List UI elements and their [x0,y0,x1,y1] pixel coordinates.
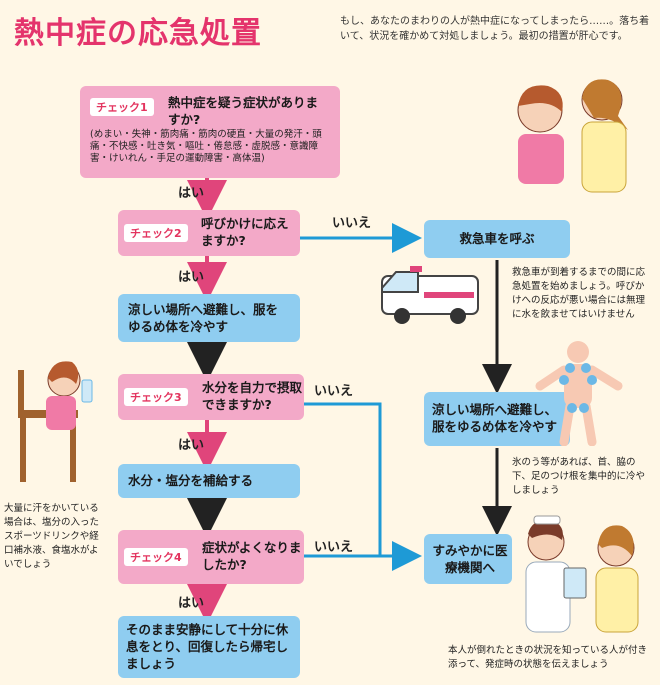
arrow-check3-no [303,402,408,558]
check2-tag: チェック2 [124,224,188,242]
check1-question: 熱中症を疑う症状がありますか? [168,95,319,127]
hydrate-box: 水分・塩分を補給する [118,464,300,498]
nurse-illustration [525,515,639,633]
ambulance-note: 救急車が到着するまでの間に応急処置を始めましょう。呼びかけへの反応が悪い場合には… [512,267,646,320]
hospital-note: 本人が倒れたときの状況を知っている人が付き添って、発症時の状態を伝えましょう [448,645,648,670]
body-cooling-illustration [535,341,623,446]
cool-down-text: 涼しい場所へ避難し、服をゆるめ体を冷やす [128,302,279,334]
check2-question: 呼びかけに応えますか? [201,216,289,248]
hydrate-note: 大量に汗をかいている場合は、塩分の入ったスポーツドリンクや経口補水液、食塩水がよ… [4,503,100,570]
check4-box: チェック4 症状がよくなりましたか? [118,530,304,584]
yes-label-2: はい [178,270,205,285]
no-label-1: いいえ [332,216,372,231]
no-label-3: いいえ [314,540,354,555]
check3-box: チェック3 水分を自力で摂取できますか? [118,374,304,420]
check2-box: チェック2 呼びかけに応えますか? [118,210,300,256]
check3-tag: チェック3 [124,388,188,406]
ice-note: 氷のう等があれば、首、脇の下、足のつけ根を集中的に冷やしましょう [512,457,646,496]
drinking-girl-illustration [18,361,93,482]
hydrate-text: 水分・塩分を補給する [128,473,254,488]
check1-box: チェック1 熱中症を疑う症状がありますか? (めまい・失神・筋肉痛・筋肉の硬直・… [80,86,340,178]
intro-text: もし、あなたのまわりの人が熱中症になってしまったら……。落ち着いて、状況を確かめ… [340,16,650,42]
call-ambulance-text: 救急車を呼ぶ [459,231,535,246]
cool-down-box: 涼しい場所へ避難し、服をゆるめ体を冷やす [118,294,300,342]
check1-symptoms: (めまい・失神・筋肉痛・筋肉の硬直・大量の発汗・頭痛・不快感・吐き気・嘔吐・倦怠… [90,129,322,164]
check4-tag: チェック4 [124,548,188,566]
hospital-text: すみやかに医療機関へ [432,543,508,575]
cool-down-right-text: 涼しい場所へ避難し、服をゆるめ体を冷やす [432,402,558,434]
yes-label-1: はい [178,186,205,201]
yes-label-3: はい [178,438,205,453]
yes-label-4: はい [178,596,205,611]
hospital-box: すみやかに医療機関へ [424,534,512,584]
check4-question: 症状がよくなりましたか? [202,540,302,572]
call-ambulance-box: 救急車を呼ぶ [424,220,570,258]
ambulance-illustration [381,266,479,324]
cool-down-right-box: 涼しい場所へ避難し、服をゆるめ体を冷やす [424,392,570,446]
rest-text: そのまま安静にして十分に休息をとり、回復したら帰宅しましょう [126,622,289,671]
check3-question: 水分を自力で摂取できますか? [202,380,303,412]
check1-tag: チェック1 [90,98,154,116]
caretaker-illustration [517,79,628,193]
rest-box: そのまま安静にして十分に休息をとり、回復したら帰宅しましょう [118,616,300,678]
page-title: 熱中症の応急処置 [14,16,262,51]
no-label-2: いいえ [314,384,354,399]
